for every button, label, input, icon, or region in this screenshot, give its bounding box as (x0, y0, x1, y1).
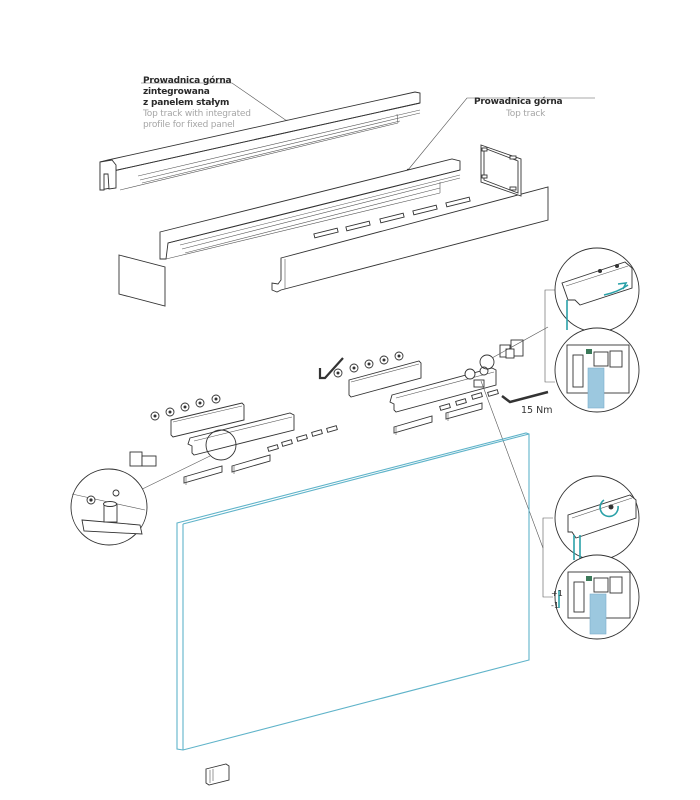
detail-left-stopper (70, 468, 148, 546)
torque-label: 15 Nm (521, 405, 553, 416)
integrated-track-label-pl: Prowadnica górna zintegrowana z panelem … (143, 76, 232, 109)
stopper-left (129, 451, 157, 467)
nuts-left-row (150, 394, 221, 421)
floor-guide (205, 763, 230, 786)
screws-right (439, 389, 499, 411)
glass-pads-left (183, 454, 271, 485)
glass-panel (176, 432, 530, 751)
clamp-plate-left (170, 402, 245, 438)
hex-key-small (318, 357, 344, 380)
track-slots (313, 196, 471, 239)
label-line: z panelem stałym (143, 98, 230, 108)
nuts-right-row (333, 351, 404, 378)
side-panel (118, 254, 166, 307)
label-line: Prowadnica górna (143, 76, 232, 86)
hex-key-large (501, 390, 549, 404)
integrated-top-track (99, 91, 421, 191)
carriage-right (389, 366, 497, 413)
adjust-plus-label: +1 (551, 589, 563, 598)
top-track-label-pl: Prowadnica górna (474, 97, 563, 107)
detail-top-right-section (554, 327, 640, 413)
glass-pads-right (393, 402, 483, 435)
bracket-mid-right (542, 517, 553, 598)
top-track (159, 158, 461, 260)
top-track-label-en: Top track (506, 109, 546, 119)
detail-mid-right-section-height (554, 554, 640, 640)
detail-marker-right (479, 326, 549, 549)
detail-mid-right-adjust (554, 475, 640, 561)
clamp-plate-right (348, 360, 422, 398)
detail-top-right-lock (554, 247, 640, 333)
label-line: Top track with integrated (143, 109, 251, 119)
label-line: zintegrowana (143, 87, 210, 97)
end-cap (480, 144, 522, 197)
screws-left (267, 425, 338, 452)
fascia-cover (271, 186, 549, 293)
integrated-track-label-en: Top track with integrated profile for fi… (143, 109, 251, 131)
bracket-top-right (544, 289, 555, 383)
label-line: profile for fixed panel (143, 120, 235, 130)
carriage-left (187, 412, 295, 456)
adjust-minus-label: -1 (551, 601, 559, 610)
